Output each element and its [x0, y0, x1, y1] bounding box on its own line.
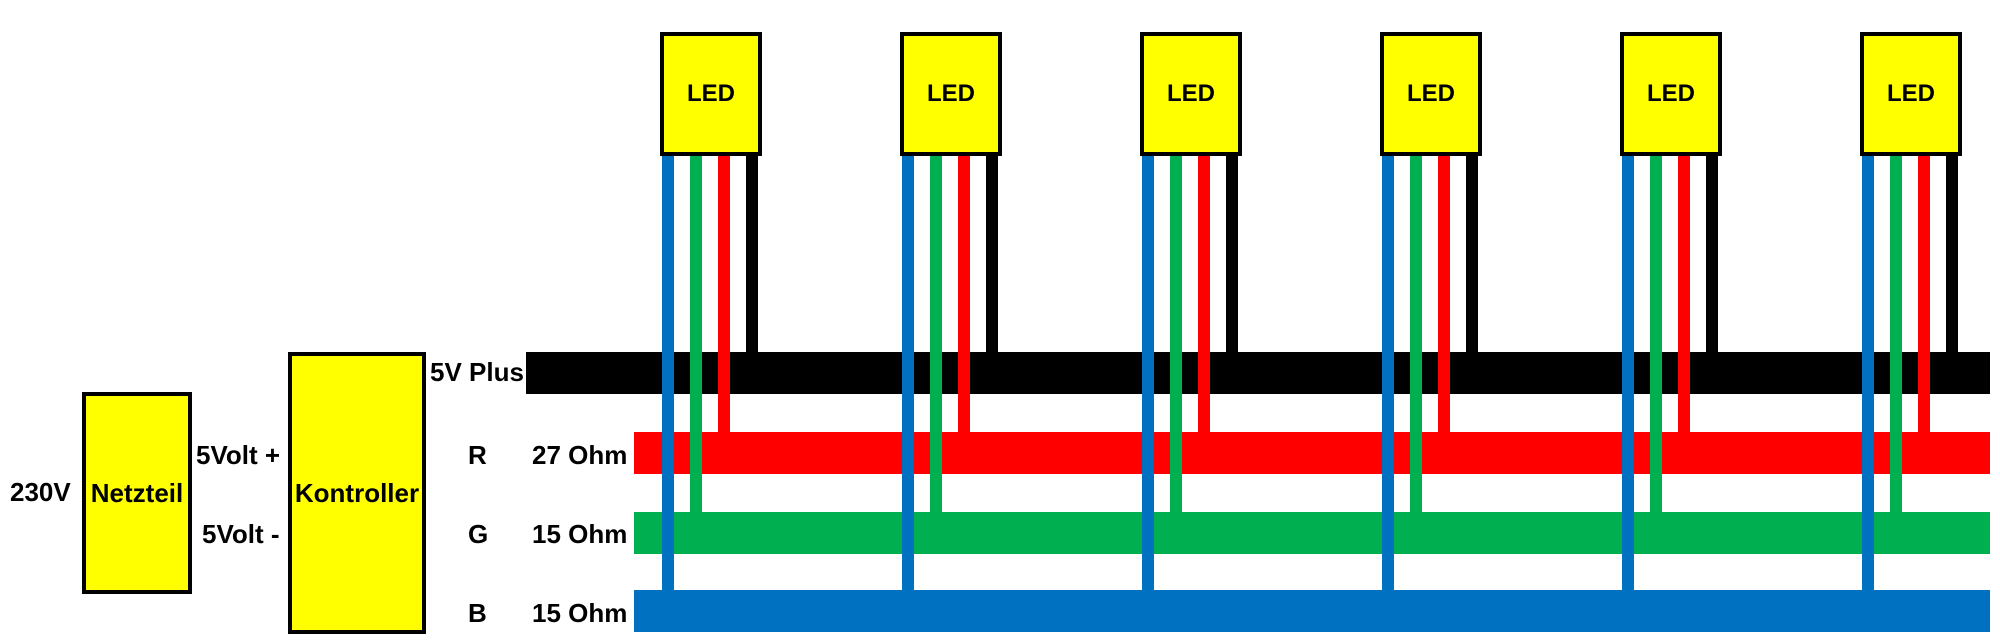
- led-4: LED: [1380, 32, 1482, 156]
- led-5-wire-plus: [1706, 150, 1718, 356]
- led-1: LED: [660, 32, 762, 156]
- led-4-wire-b: [1382, 150, 1394, 596]
- led-4-wire-r: [1438, 150, 1450, 436]
- led-6-wire-plus: [1946, 150, 1958, 356]
- led-label: LED: [1167, 80, 1215, 107]
- led-6-wire-g: [1890, 150, 1902, 516]
- rail-plus-name: 5V Plus: [430, 357, 524, 387]
- led-3-wire-r: [1198, 150, 1210, 436]
- rail-5v-plus: [526, 352, 1990, 394]
- led-label: LED: [1407, 80, 1455, 107]
- led-5: LED: [1620, 32, 1722, 156]
- power-supply-box: Netzteil: [82, 392, 192, 594]
- led-label: LED: [687, 80, 735, 107]
- led-label: LED: [1647, 80, 1695, 107]
- led-1-wire-g: [690, 150, 702, 516]
- rail-r-value: 27 Ohm: [532, 440, 628, 470]
- led-5-wire-g: [1650, 150, 1662, 516]
- rail-blue: [634, 590, 1990, 632]
- led-1-wire-r: [718, 150, 730, 436]
- led-5-wire-b: [1622, 150, 1634, 596]
- led-5-wire-r: [1678, 150, 1690, 436]
- rail-red: [634, 432, 1990, 474]
- led-2-wire-b: [902, 150, 914, 596]
- led-3-wire-g: [1170, 150, 1182, 516]
- led-1-wire-plus: [746, 150, 758, 356]
- led-2-wire-plus: [986, 150, 998, 356]
- power-supply-label: Netzteil: [90, 477, 184, 508]
- rail-b-name: B: [468, 598, 487, 628]
- input-voltage-label: 230V: [10, 477, 71, 507]
- led-3-wire-b: [1142, 150, 1154, 596]
- led-2: LED: [900, 32, 1002, 156]
- led-4-wire-plus: [1466, 150, 1478, 356]
- rail-b-value: 15 Ohm: [532, 598, 628, 628]
- led-3: LED: [1140, 32, 1242, 156]
- led-label: LED: [927, 80, 975, 107]
- rail-g-value: 15 Ohm: [532, 519, 628, 549]
- led-6-wire-b: [1862, 150, 1874, 596]
- controller-label: Kontroller: [294, 477, 420, 508]
- output-plus-label: 5Volt +: [196, 440, 281, 470]
- led-4-wire-g: [1410, 150, 1422, 516]
- rail-green: [634, 512, 1990, 554]
- rail-g-name: G: [468, 519, 489, 549]
- led-6: LED: [1860, 32, 1962, 156]
- led-2-wire-r: [958, 150, 970, 436]
- controller-box: Kontroller: [288, 352, 426, 634]
- led-label: LED: [1887, 80, 1935, 107]
- output-minus-label: 5Volt -: [202, 519, 280, 549]
- led-2-wire-g: [930, 150, 942, 516]
- led-1-wire-b: [662, 150, 674, 596]
- led-3-wire-plus: [1226, 150, 1238, 356]
- rail-r-name: R: [468, 440, 487, 470]
- led-6-wire-r: [1918, 150, 1930, 436]
